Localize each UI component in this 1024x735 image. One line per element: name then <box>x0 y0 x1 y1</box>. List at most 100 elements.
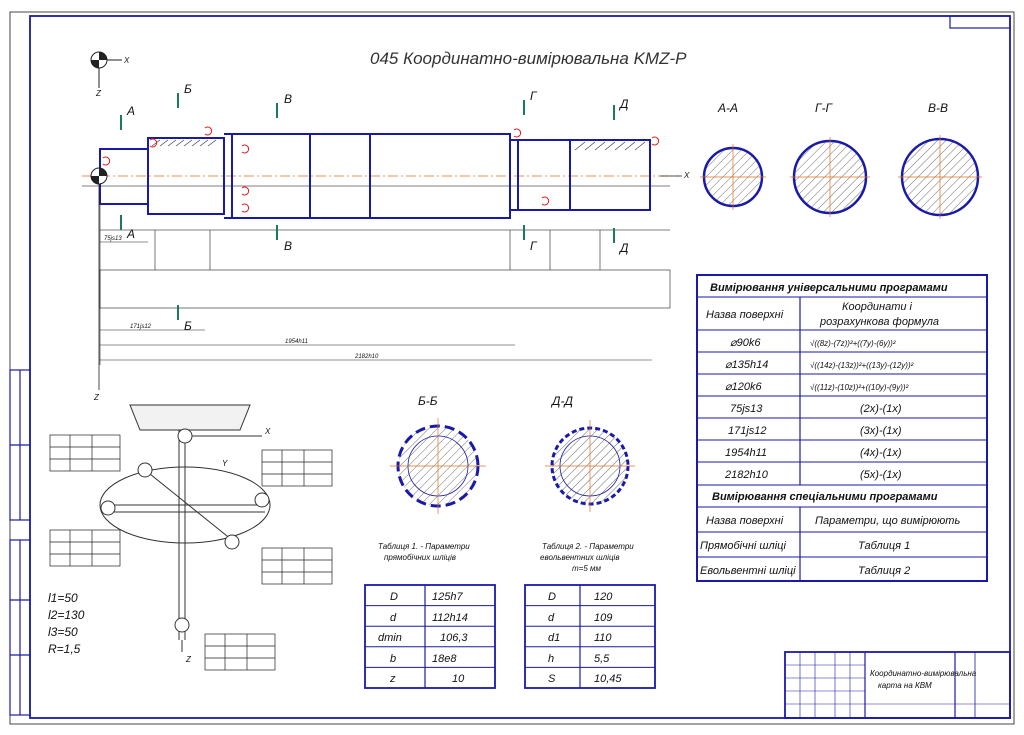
special-r0-value: Таблиця 1 <box>858 540 910 552</box>
spline-hatching <box>151 139 646 151</box>
table2-r2-c0: d1 <box>548 632 560 644</box>
universal-r4-formula: (3x)-(1x) <box>860 425 902 437</box>
section-label-aa: А-А <box>717 101 738 115</box>
dim-171js12: 171js12 <box>130 324 152 330</box>
special-r0-name: Прямобічні шліці <box>700 540 786 552</box>
section-label-dd: Д-Д <box>550 394 573 408</box>
special-r1-name: Евольвентні шліці <box>700 565 796 577</box>
origin-symbol: X Z <box>90 51 130 98</box>
dim-1954h11: 1954h11 <box>285 339 308 345</box>
corner-box <box>949 15 1011 29</box>
universal-r3-formula: (2x)-(1x) <box>860 403 902 415</box>
table2-r3-c1: 5,5 <box>594 653 610 665</box>
probe-schematic <box>99 404 271 652</box>
universal-r2-formula: √((11z)-(10z))²+((10y)-(9y))² <box>810 383 909 392</box>
table2-r2-c1: 110 <box>594 632 612 644</box>
section-label-vv: В-В <box>928 101 948 115</box>
universal-r6-formula: (5x)-(1x) <box>860 469 902 481</box>
table2-r0-c0: D <box>548 591 556 603</box>
mark-a-top: А <box>126 104 135 118</box>
table2-caption-3: m=5 мм <box>572 564 601 573</box>
mark-v-top: В <box>284 92 292 106</box>
table1-r1-c1: 112h14 <box>432 612 468 624</box>
title-block-name-2: карта на КВМ <box>878 681 932 690</box>
table2-caption-2: евольвентних шліців <box>540 553 620 562</box>
table2-r0-c1: 120 <box>594 591 613 603</box>
dim-75js13: 75js13 <box>104 236 122 242</box>
table1-r4-c0: z <box>389 673 396 685</box>
special-col2: Параметри, що вимірюють <box>815 515 960 527</box>
table1-r4-c1: 10 <box>452 673 465 685</box>
measurement-table: Вимірювання універсальними програмами На… <box>696 274 988 582</box>
mark-b-top: Б <box>184 82 192 96</box>
param-r: R=1,5 <box>48 642 81 656</box>
mark-a-bottom: А <box>126 227 135 241</box>
table2-r4-c0: S <box>548 673 556 685</box>
mark-b-bottom: Б <box>184 319 192 333</box>
table2: D 120 d 109 d1 110 h 5,5 S 10,45 <box>524 584 656 689</box>
special-r1-value: Таблиця 2 <box>858 565 910 577</box>
table1: D 125h7 d 112h14 dmin 106,3 b 18e8 z 10 <box>364 584 496 689</box>
shaft-x-label: X <box>683 171 690 180</box>
universal-r2-name: ⌀120k6 <box>725 381 762 393</box>
universal-col2-line2: розрахункова формула <box>819 316 939 328</box>
universal-r1-name: ⌀135h14 <box>725 359 768 371</box>
mark-g-bottom: Г <box>530 239 538 253</box>
probe-points <box>102 126 660 213</box>
title-block-name-1: Координатно-вимірювальна <box>870 669 977 678</box>
table1-r3-c1: 18e8 <box>432 653 457 665</box>
table1-caption-1: Таблиця 1. - Параметри <box>378 542 470 551</box>
universal-r1-formula: √((14z)-(13z))²+((13y)-(12y))² <box>810 361 914 370</box>
probe-y-label: Y <box>222 459 228 468</box>
universal-r5-name: 1954h11 <box>725 447 767 459</box>
table1-r0-c1: 125h7 <box>432 591 463 603</box>
shaft-view: X Z 75js13 171js12 1954h11 2182h10 <box>82 126 690 402</box>
universal-r4-name: 171js12 <box>728 425 767 437</box>
table2-r3-c0: h <box>548 653 554 665</box>
special-header: Вимірювання спеціальними програмами <box>712 491 938 503</box>
universal-r6-name: 2182h10 <box>724 469 769 481</box>
table1-r2-c0: dmin <box>378 632 402 644</box>
universal-r3-name: 75js13 <box>730 403 763 415</box>
origin-z-label: Z <box>95 89 102 98</box>
spline-sections <box>390 418 635 514</box>
param-l2: l2=130 <box>48 608 85 622</box>
mark-d-bottom: Д <box>618 241 629 255</box>
shaft-z-label: Z <box>93 393 100 402</box>
param-l3: l3=50 <box>48 625 78 639</box>
section-marks <box>120 93 615 320</box>
table2-r1-c0: d <box>548 612 555 624</box>
universal-r5-formula: (4x)-(1x) <box>860 447 902 459</box>
table1-r0-c0: D <box>390 591 398 603</box>
left-margin-strips <box>9 369 31 716</box>
mark-g-top: Г <box>530 89 538 103</box>
universal-col1: Назва поверхні <box>706 309 784 321</box>
table1-r3-c0: b <box>390 653 396 665</box>
dim-2182h10: 2182h10 <box>354 354 379 360</box>
universal-col2-line1: Координати і <box>842 301 913 313</box>
section-label-gg: Г-Г <box>815 101 834 115</box>
outer-frame <box>9 11 1015 725</box>
inner-frame <box>29 15 1011 719</box>
table2-r4-c1: 10,45 <box>594 673 622 685</box>
universal-r0-formula: √((8z)-(7z))²+((7y)-(6y))² <box>810 339 896 348</box>
section-circles <box>700 135 982 219</box>
probe-z-label: Z <box>185 655 192 664</box>
special-col1: Назва поверхні <box>706 515 784 527</box>
universal-r0-name: ⌀90k6 <box>730 337 761 349</box>
title-block <box>784 651 1011 719</box>
universal-header: Вимірювання універсальними програмами <box>710 282 948 294</box>
table2-caption-1: Таблиця 2. - Параметри <box>542 542 634 551</box>
table1-r1-c0: d <box>390 612 397 624</box>
param-l1: l1=50 <box>48 591 78 605</box>
probe-x-label: X <box>264 427 271 436</box>
section-label-bb: Б-Б <box>418 394 438 408</box>
origin-x-label: X <box>123 56 130 65</box>
mark-v-bottom: В <box>284 239 292 253</box>
mark-d-top: Д <box>618 97 629 111</box>
table1-caption-2: прямобічних шліців <box>384 553 456 562</box>
table2-r1-c1: 109 <box>594 612 612 624</box>
drawing-title: 045 Координатно-вимірювальна KMZ-P <box>370 49 687 68</box>
orientation-tables <box>49 434 333 671</box>
